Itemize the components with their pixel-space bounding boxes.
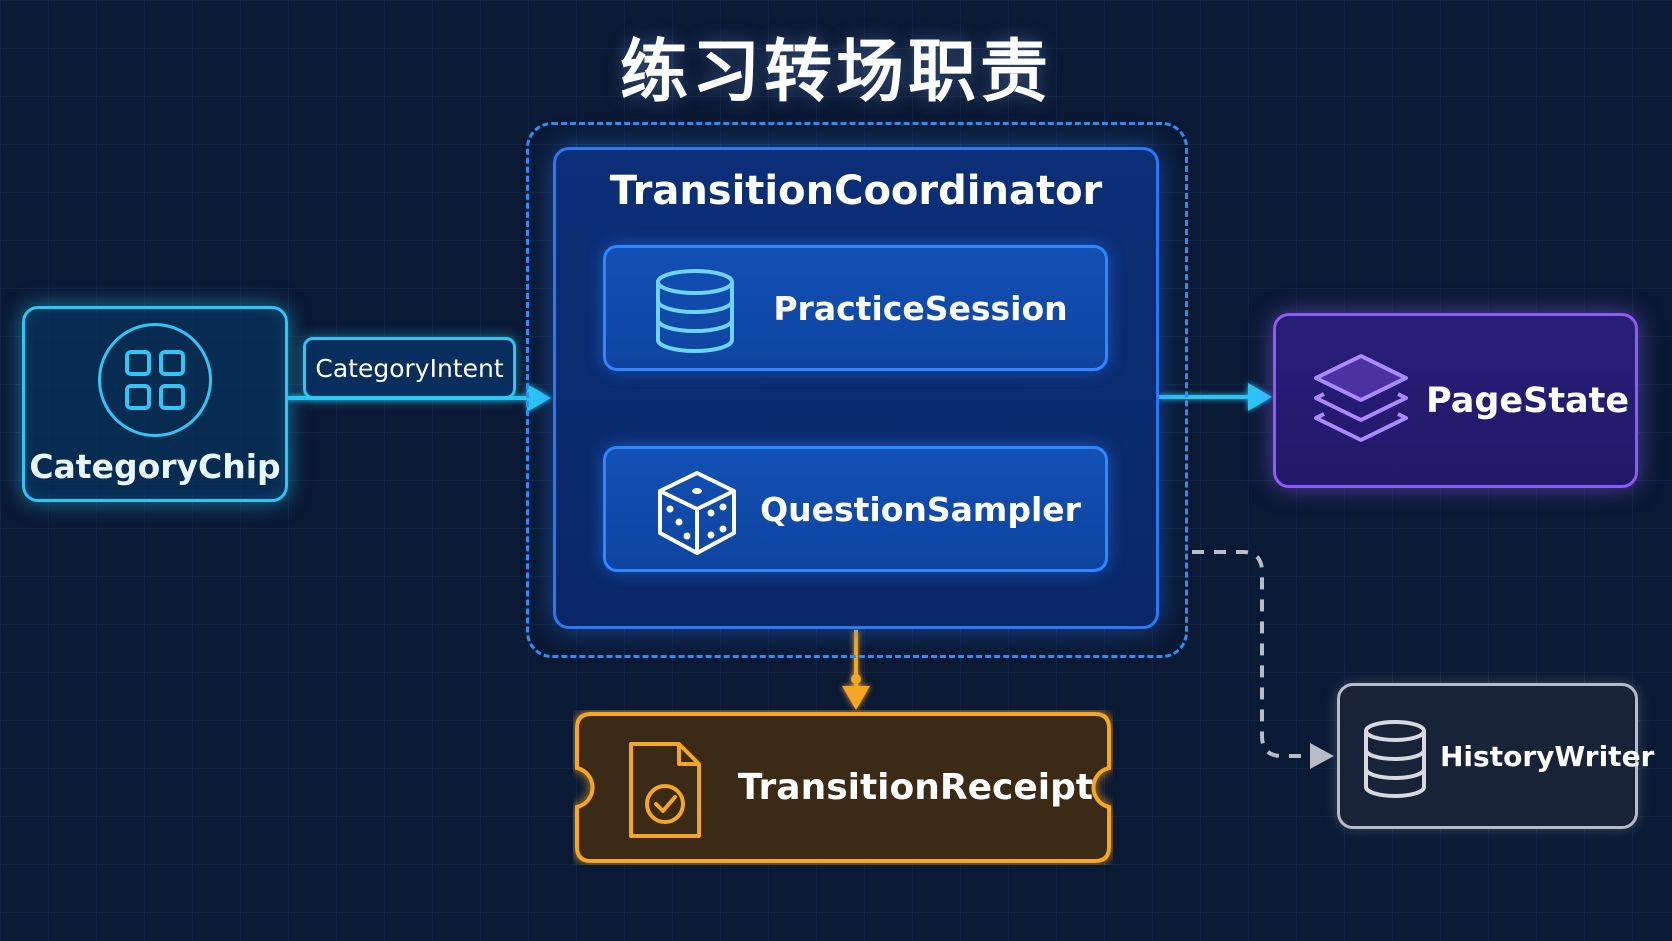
node-transition-receipt[interactable]: TransitionReceipt [573, 710, 1113, 865]
arrowhead [527, 384, 551, 412]
node-label: PageState [1426, 380, 1630, 421]
coordinator-boundary [526, 122, 1188, 658]
edge-coordinator-to-receipt [842, 630, 870, 710]
node-question-sampler[interactable]: QuestionSampler [603, 446, 1108, 572]
edge-coordinator-to-history [1192, 550, 1334, 769]
dice-icon [654, 469, 740, 561]
node-label: PracticeSession [773, 288, 1068, 328]
layers-icon [1312, 352, 1410, 454]
edge-label-category-intent: CategoryIntent [303, 337, 516, 399]
node-label: CategoryChip [29, 446, 281, 486]
node-history-writer[interactable]: HistoryWriter [1337, 683, 1654, 829]
node-label: QuestionSampler [760, 489, 1081, 529]
node-page-state[interactable]: PageState [1273, 313, 1638, 488]
arrowhead [1310, 743, 1334, 769]
node-label: HistoryWriter [1440, 739, 1655, 773]
node-category-chip[interactable]: CategoryChip [22, 306, 288, 502]
junction-dot [851, 674, 861, 684]
diagram-title: 练习转场职责 [619, 33, 1052, 112]
node-practice-session[interactable]: PracticeSession [603, 245, 1108, 371]
grid-icon [98, 322, 212, 437]
edge-coordinator-to-pagestate [1159, 383, 1272, 411]
coordinator-title: TransitionCoordinator [609, 168, 1103, 214]
arrowhead [1248, 383, 1272, 411]
ticket-shape [575, 712, 1111, 863]
node-label: TransitionReceipt [737, 767, 1094, 808]
database-icon [1362, 719, 1428, 805]
document-check-icon [625, 740, 705, 844]
arrowhead [842, 686, 870, 710]
database-icon [654, 268, 736, 358]
